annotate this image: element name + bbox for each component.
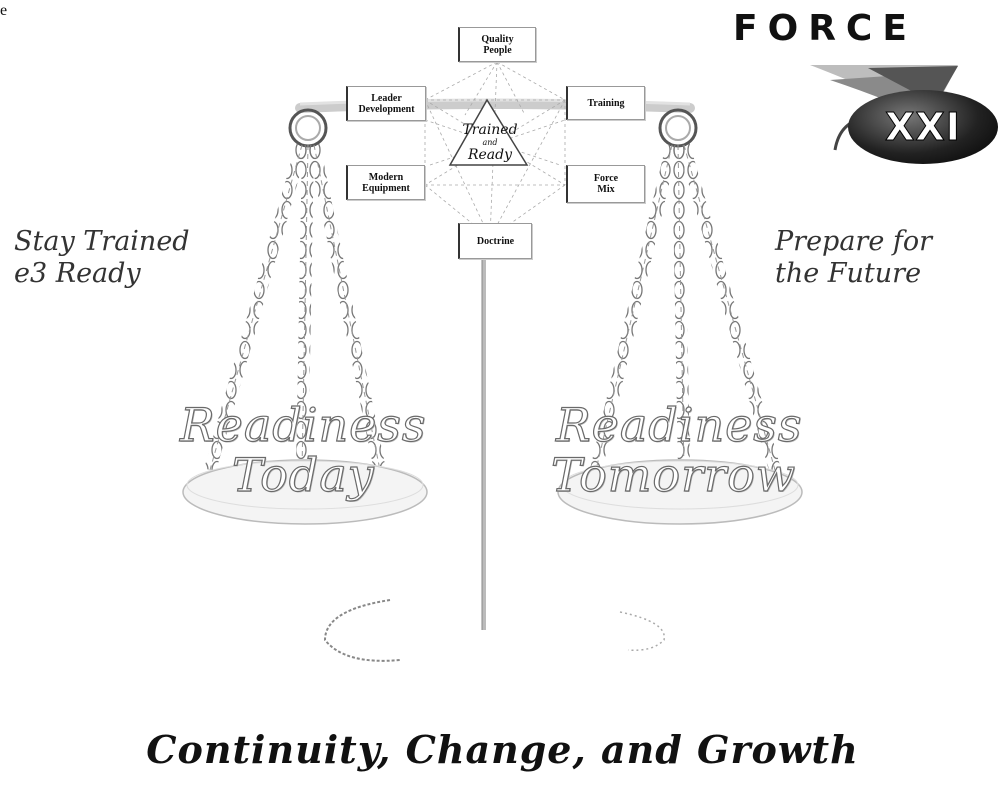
center-pole <box>481 255 486 630</box>
box-doctrine: Doctrine <box>458 223 532 259</box>
right-pan-word-1: Readiness <box>555 397 803 452</box>
motto: Continuity, Change, and Growth <box>146 727 859 772</box>
caption-stay-trained: Stay Trained e3 Ready <box>14 226 190 289</box>
triangle-line-1: Trained <box>462 122 517 138</box>
right-chains <box>590 143 781 472</box>
left-chains <box>204 143 386 472</box>
box-quality-people: Quality People <box>458 27 536 62</box>
left-pan <box>182 459 428 525</box>
box-training: Training <box>566 86 645 120</box>
right-hook <box>658 108 698 148</box>
left-pan-word-1: Readiness <box>179 397 427 452</box>
left-pan-word-2: Today <box>231 447 375 502</box>
force-xxi-logo-word: FORCE <box>733 8 917 49</box>
box-modern-equipment: Modern Equipment <box>346 165 425 200</box>
left-hook <box>288 108 328 148</box>
triangle-line-3: Ready <box>467 147 513 163</box>
center-triangle: Trained and Ready <box>448 98 529 166</box>
xxi-numeral: XXI <box>885 105 961 150</box>
right-pan-word-2: Tomorrow <box>550 447 797 502</box>
xxi-badge: XXI <box>848 90 998 164</box>
box-force-mix: Force Mix <box>566 165 645 203</box>
right-pan <box>557 459 803 525</box>
box-leader-development: Leader Development <box>346 86 426 121</box>
scale-base <box>323 599 665 662</box>
stray-letter: e <box>0 2 8 19</box>
caption-prepare-future: Prepare for the Future <box>775 226 933 289</box>
triangle-line-2: and <box>482 138 497 147</box>
